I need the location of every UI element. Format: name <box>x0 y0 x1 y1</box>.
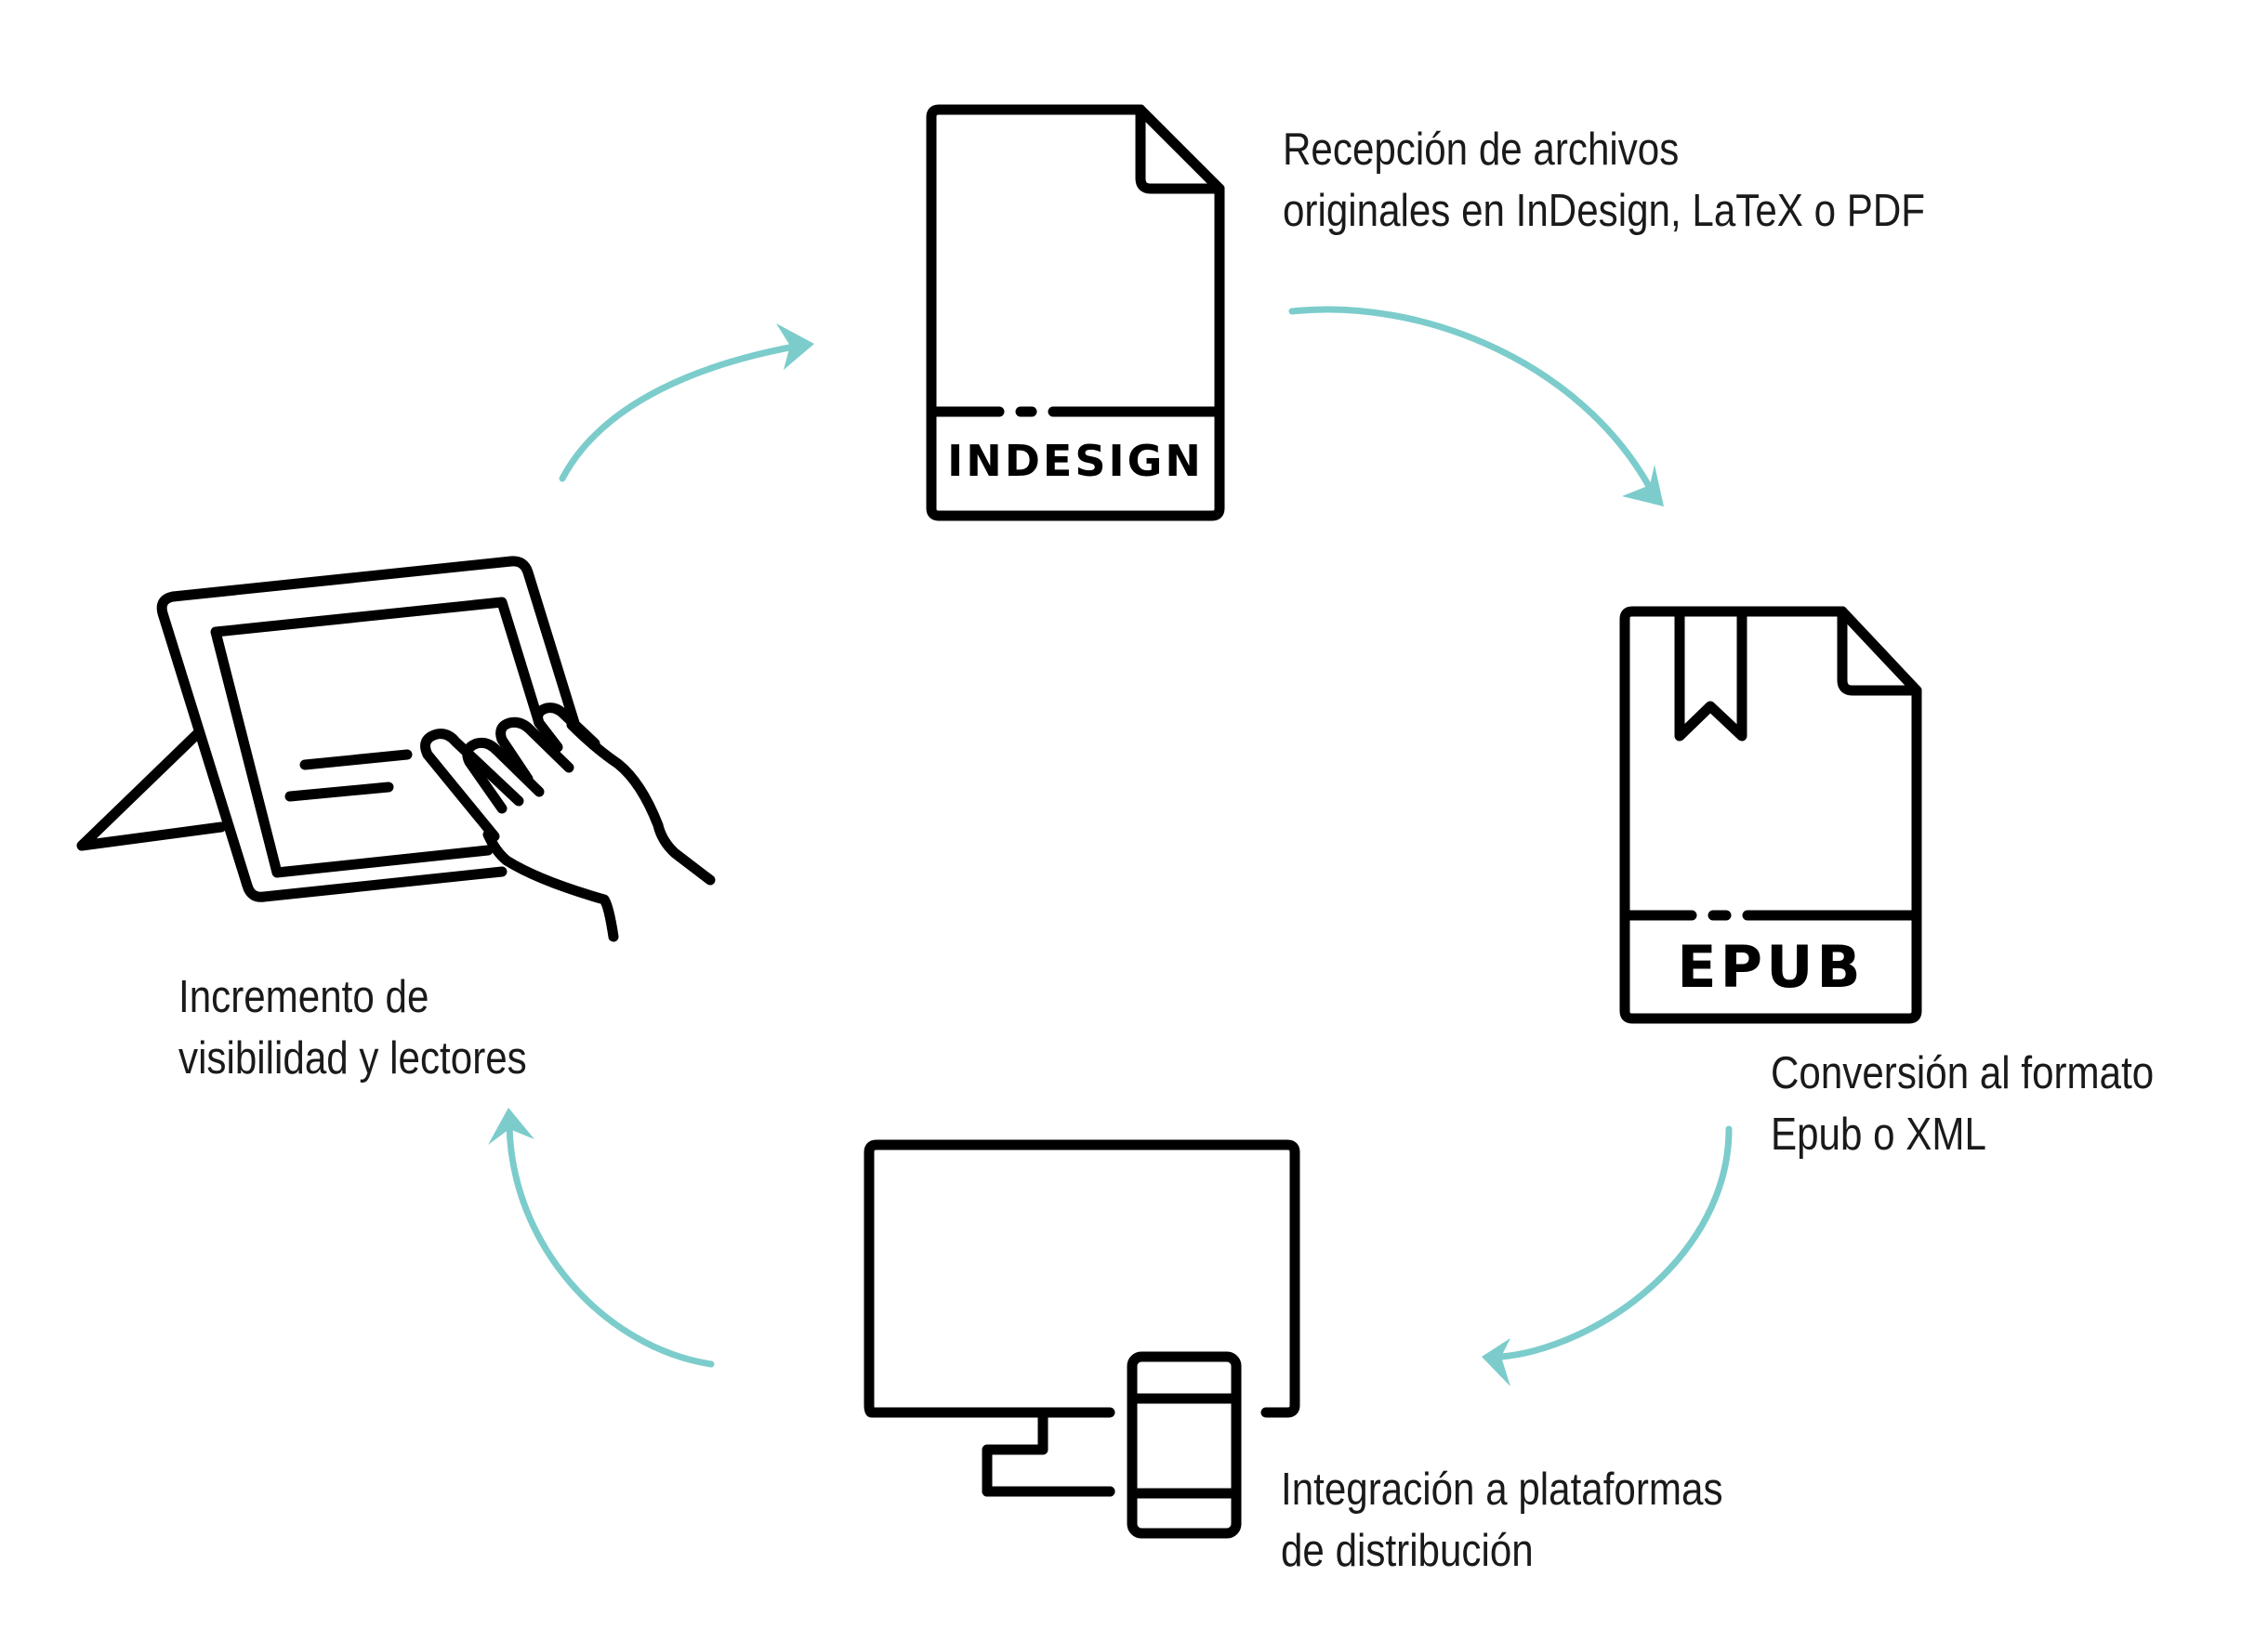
indesign-label: INDESIGN <box>947 436 1204 486</box>
screen-line-2 <box>284 782 394 802</box>
arrowhead-2 <box>1622 465 1664 506</box>
step-1-line-1: Recepción de archivos <box>1283 125 1680 175</box>
indesign-file-icon <box>926 104 1225 521</box>
hand-finger-4 <box>533 703 600 753</box>
step-1-label: Recepción de archivos originales en InDe… <box>1283 119 1925 242</box>
hand-finger-index <box>420 729 524 842</box>
arrow-epub-to-devices <box>1497 1125 1733 1360</box>
hand-finger-3 <box>495 716 574 784</box>
hand-outline <box>482 719 716 942</box>
tablet-frame <box>156 556 580 902</box>
step-1-line-2: originales en InDesign, LaTeX o PDF <box>1283 186 1926 236</box>
arrow-devices-to-tablet <box>506 1121 715 1368</box>
arrow-tablet-to-indesign <box>559 342 803 482</box>
epub-file-icon <box>1619 606 1922 1024</box>
monitor-screen <box>864 1139 1300 1418</box>
epub-label: EPUB <box>1677 933 1864 1001</box>
step-3-line-2: de distribución <box>1281 1526 1534 1576</box>
arrow-indesign-to-epub <box>1288 306 1654 492</box>
screen-line-1 <box>299 749 413 770</box>
tablet-stand <box>76 729 227 851</box>
monitor-stand <box>982 1407 1115 1497</box>
step-4-label: Incremento de visibilidad y lectores <box>178 966 527 1089</box>
arrowhead-4 <box>488 1108 534 1145</box>
arrowhead-3 <box>1482 1338 1510 1386</box>
step-2-label: Conversión al formato Epub o XML <box>1771 1043 2154 1165</box>
tablet-screen <box>210 597 545 878</box>
step-4-line-2: visibilidad y lectores <box>178 1033 527 1084</box>
arrow-heads <box>488 323 1664 1386</box>
arrowhead-1 <box>776 323 814 370</box>
step-4-line-1: Incremento de <box>178 972 429 1022</box>
hand-finger-2 <box>462 737 545 814</box>
step-3-label: Integración a plataformas de distribució… <box>1281 1459 1723 1582</box>
step-2-line-2: Epub o XML <box>1771 1110 1986 1160</box>
step-3-line-1: Integración a plataformas <box>1281 1465 1723 1515</box>
step-2-line-1: Conversión al formato <box>1771 1048 2155 1098</box>
phone-body <box>1127 1351 1242 1539</box>
monitor-phone-icon <box>864 1139 1300 1539</box>
cycle-arrows <box>506 306 1733 1368</box>
tablet-hand-icon <box>76 556 716 942</box>
